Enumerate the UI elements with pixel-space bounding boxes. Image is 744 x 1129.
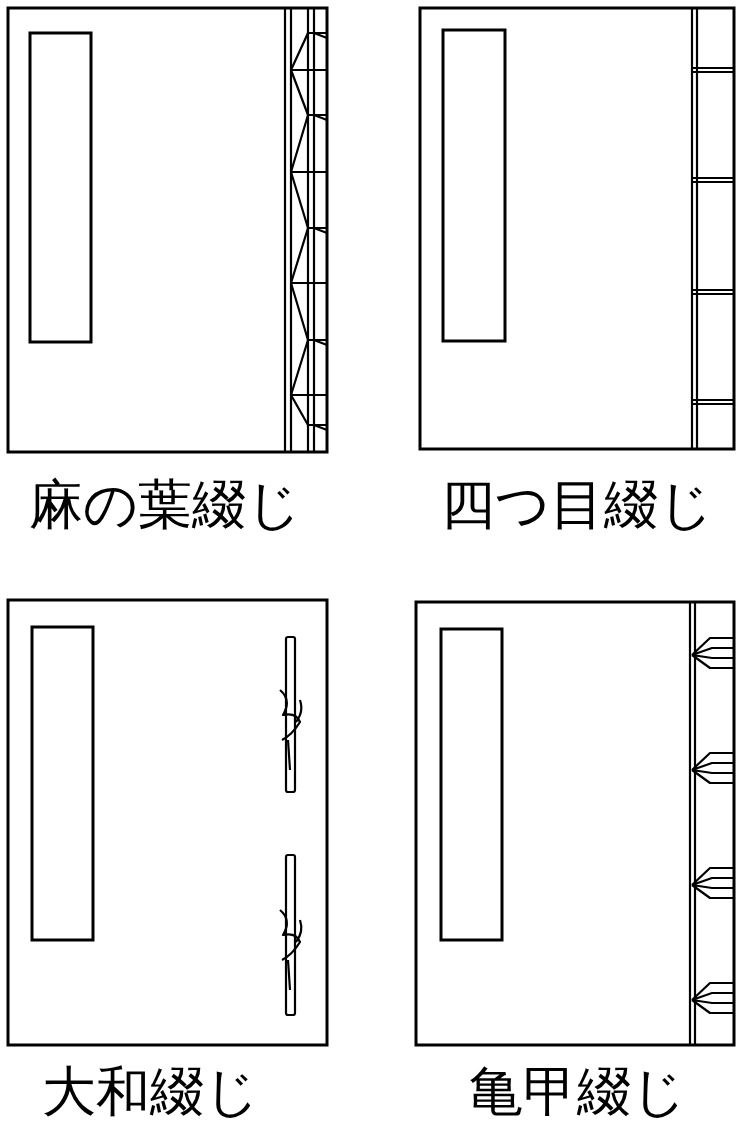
book-cover	[8, 8, 327, 452]
title-slip	[441, 629, 502, 940]
book-cover	[420, 8, 734, 449]
kikko-stitching	[690, 602, 734, 1045]
binding-caption: 四つ目綴じ	[441, 475, 713, 534]
binding-caption: 亀甲綴じ	[469, 1062, 686, 1121]
book-cover	[416, 602, 734, 1045]
title-slip	[443, 30, 505, 341]
binding-caption: 大和綴じ	[42, 1062, 259, 1121]
yamato-ties	[280, 637, 301, 1015]
yotsume-stitching	[692, 8, 734, 449]
book-cover	[8, 600, 327, 1045]
binding-caption: 麻の葉綴じ	[29, 475, 301, 534]
title-slip	[30, 33, 91, 342]
title-slip	[32, 627, 93, 940]
asanoha-stitching	[285, 8, 327, 452]
